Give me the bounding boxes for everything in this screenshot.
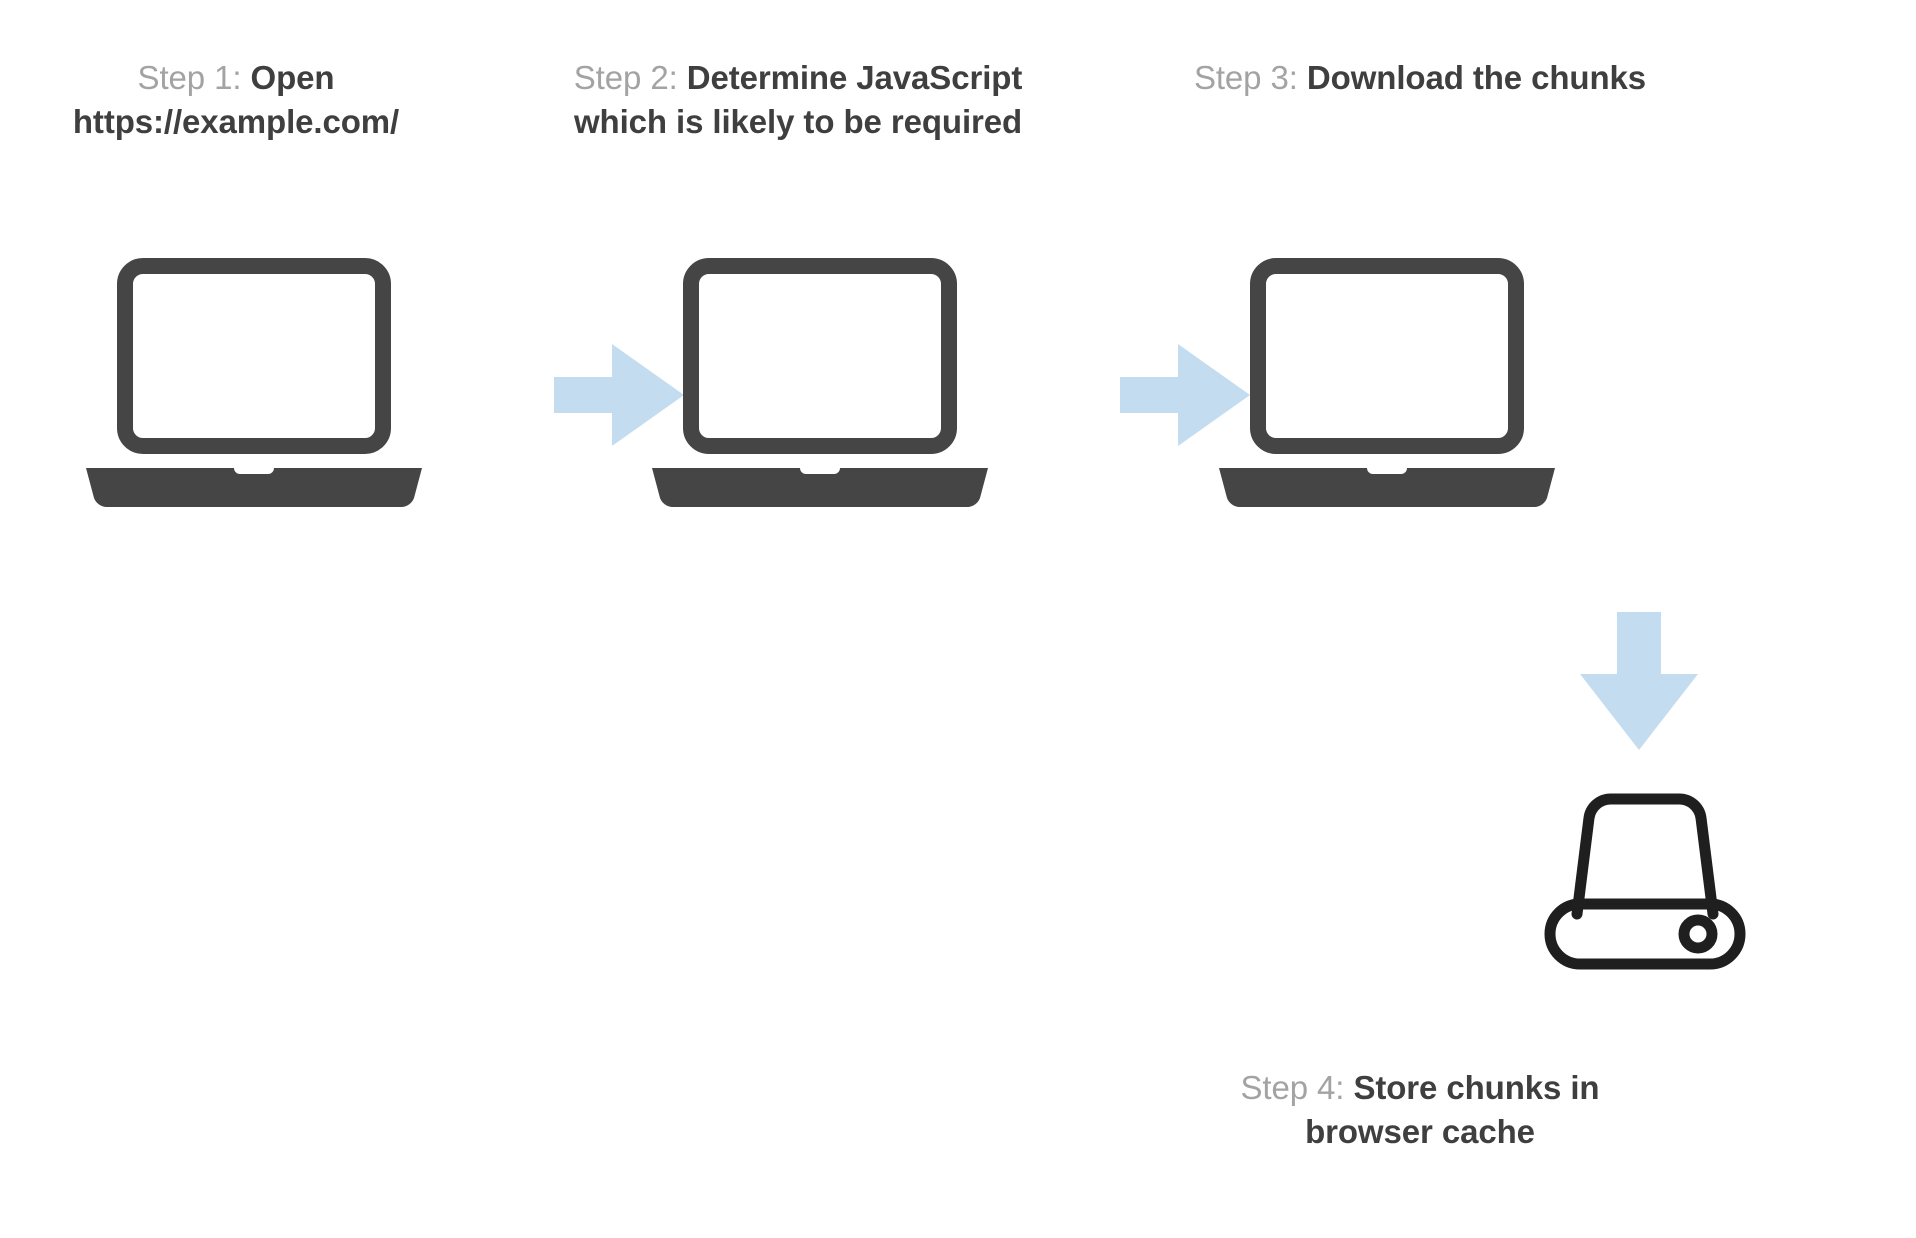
step-2-icon: [650, 258, 990, 516]
laptop-screen: [1250, 258, 1524, 454]
laptop-screen: [683, 258, 957, 454]
step-3-caption-block: Step 3: Download the chunks: [1190, 56, 1650, 100]
step-2-caption-block: Step 2: Determine JavaScript which is li…: [568, 56, 1028, 143]
step-3-caption: Step 3: Download the chunks: [1190, 56, 1650, 100]
step-4-caption: Step 4: Store chunks in browser cache: [1190, 1066, 1650, 1153]
laptop-base: [1219, 468, 1555, 507]
step-1-strong-label: Open https://example.com/: [72, 59, 400, 140]
step-1-caption-block: Step 1: Open https://example.com/: [6, 56, 466, 143]
step-3-icon: [1217, 258, 1557, 516]
hard-drive-icon: [1544, 793, 1746, 970]
step-1-lead-label: Step 1:: [137, 59, 251, 96]
arrow-right-icon-2: [1120, 344, 1250, 446]
step-4-caption-block: Step 4: Store chunks in browser cache: [1190, 1066, 1650, 1153]
laptop-icon: [1217, 258, 1557, 516]
laptop-base: [86, 468, 422, 507]
laptop-icon: [84, 258, 424, 516]
step-4-icon: [1540, 790, 1750, 975]
step-2-caption: Step 2: Determine JavaScript which is li…: [568, 56, 1028, 143]
step-1-icon: [84, 258, 424, 516]
step-4-strong-label: Store chunks in browser cache: [1305, 1069, 1600, 1150]
step-1-caption: Step 1: Open https://example.com/: [6, 56, 466, 143]
step-2-lead-label: Step 2:: [573, 59, 687, 96]
step-4-lead-label: Step 4:: [1240, 1069, 1354, 1106]
laptop-base: [652, 468, 988, 507]
step-3-strong-label: Download the chunks: [1306, 59, 1647, 96]
step-3-lead-label: Step 3:: [1193, 59, 1307, 96]
step-2-strong-label: Determine JavaScript which is likely to …: [573, 59, 1023, 140]
arrow-right-icon-1: [554, 344, 684, 446]
laptop-icon: [650, 258, 990, 516]
laptop-screen: [117, 258, 391, 454]
arrow-down-icon: [1580, 612, 1698, 750]
